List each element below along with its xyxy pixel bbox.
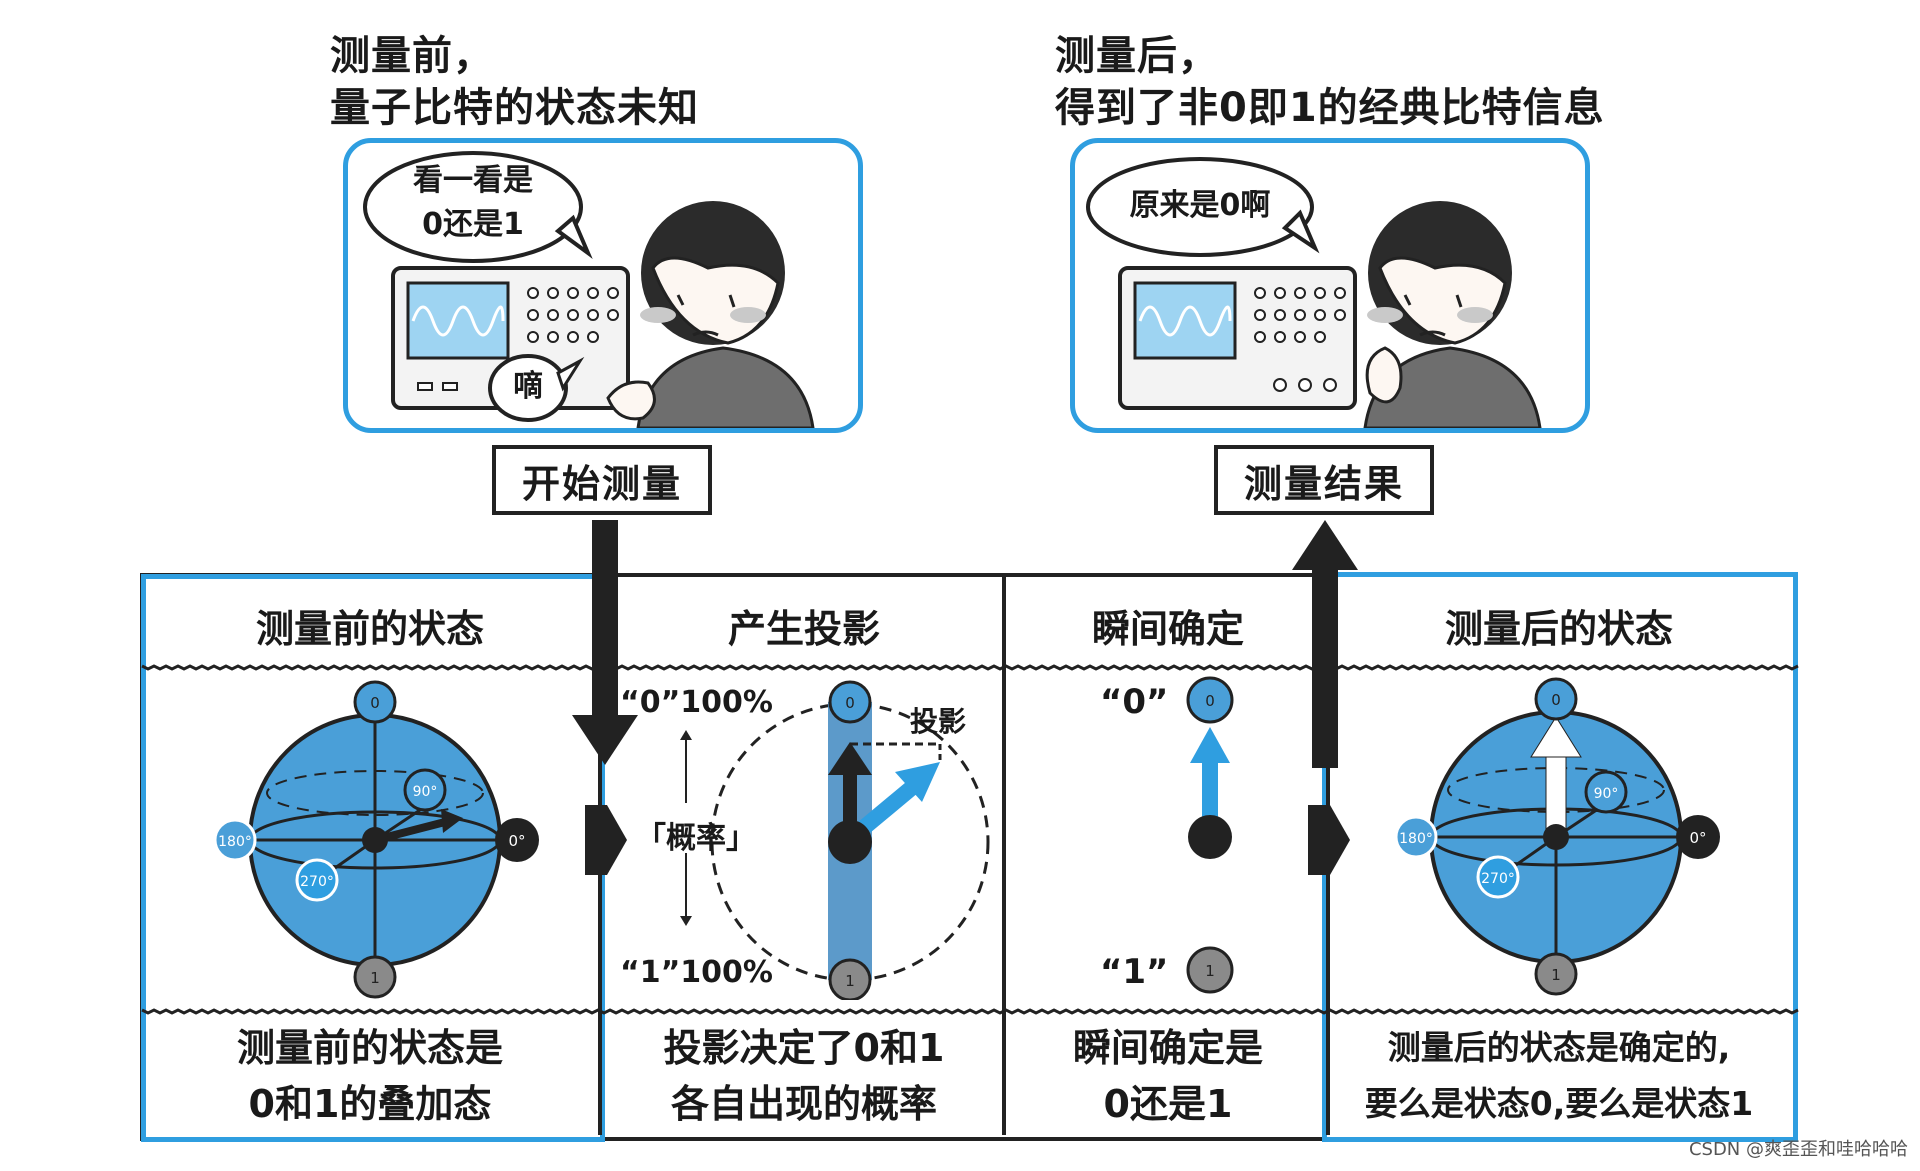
bloch-sphere-before: 0 1 0° 180° 90° 270°	[213, 680, 539, 999]
person-icon-right	[1363, 201, 1542, 428]
label-start-measurement: 开始测量	[492, 445, 712, 515]
caption-before-line2: 量子比特的状态未知	[330, 85, 699, 131]
after-label-270deg: 270°	[1481, 871, 1515, 887]
instant-label-0: 0	[1205, 692, 1215, 710]
after-label-180deg: 180°	[1399, 831, 1433, 847]
prob-label: 「概率」	[636, 821, 756, 856]
footer-after-state: 测量后的状态是确定的, 要么是状态0,要么是状态1	[1330, 1020, 1788, 1132]
after-label-90deg: 90°	[1594, 786, 1619, 802]
scene-measurement-result: 原来是0啊	[1070, 138, 1590, 433]
bubble-text-right: 原来是0啊	[1129, 188, 1271, 223]
footer-after-line1: 测量后的状态是确定的,	[1387, 1028, 1731, 1067]
after-label-0: 0	[1551, 691, 1561, 709]
prob-range-arrow	[680, 730, 692, 926]
proj-label-0: 0	[845, 694, 855, 712]
footer-before-line2: 0和1的叠加态	[248, 1082, 492, 1126]
caption-after-line2: 得到了非0即1的经典比特信息	[1055, 85, 1605, 131]
arrow-right-2	[1308, 805, 1350, 875]
sphere-label-0: 0	[370, 694, 380, 712]
projection-diagram: 0 1	[710, 680, 990, 1000]
footer-after-line2: 要么是状态0,要么是状态1	[1364, 1084, 1754, 1123]
bloch-sphere-after: 0 1 0° 180° 90° 270°	[1394, 677, 1720, 996]
caption-before-line1: 测量前，	[330, 33, 494, 79]
header-after-state: 测量后的状态	[1444, 607, 1673, 651]
bubble-text-left: 看一看是 0还是1	[378, 159, 568, 247]
bubble-left-line1: 看一看是	[413, 163, 533, 198]
small-speech-bubble	[488, 354, 568, 422]
footer-instant: 瞬间确定是 0还是1	[1008, 1020, 1328, 1132]
sphere-label-180deg: 180°	[218, 834, 252, 850]
header-before-state: 测量前的状态	[255, 607, 484, 651]
footer-instant-line2: 0还是1	[1103, 1082, 1233, 1126]
bubble-left-line2: 0还是1	[422, 207, 524, 242]
instant-zero-label: “0”	[1100, 682, 1169, 722]
header-projection: 产生投影	[727, 607, 880, 651]
instant-label-1: 1	[1205, 962, 1215, 980]
caption-after-line1: 测量后，	[1055, 33, 1219, 79]
label-measurement-result: 测量结果	[1214, 445, 1434, 515]
caption-before: 测量前， 量子比特的状态未知	[330, 30, 699, 134]
footer-projection-line1: 投影决定了0和1	[663, 1026, 945, 1070]
footer-before-line1: 测量前的状态是	[236, 1026, 503, 1070]
instant-diagram: 0 1	[1186, 676, 1234, 994]
arrow-right-1	[585, 805, 627, 875]
after-label-1: 1	[1551, 966, 1561, 984]
projection-label: 投影	[910, 705, 967, 738]
caption-after: 测量后， 得到了非0即1的经典比特信息	[1055, 30, 1605, 134]
speech-bubble-right	[1086, 157, 1314, 257]
sphere-label-1: 1	[370, 969, 380, 987]
arrow-down-to-projection	[572, 520, 638, 765]
person-icon	[606, 201, 815, 428]
sphere-label-90deg: 90°	[413, 784, 438, 800]
sphere-label-0deg: 0°	[508, 832, 525, 850]
scene-start-measurement: 看一看是 0还是1 嘀	[343, 138, 863, 433]
header-instant: 瞬间确定	[1091, 607, 1244, 651]
instant-one-label: “1”	[1100, 952, 1169, 992]
speech-bubble	[363, 151, 583, 263]
beep-text: 嘀	[513, 369, 543, 404]
header-divider	[141, 664, 1799, 671]
footer-divider	[141, 1008, 1799, 1015]
scene-result-illustration	[1086, 157, 1542, 428]
sphere-label-270deg: 270°	[300, 874, 334, 890]
footer-before-state: 测量前的状态是 0和1的叠加态	[145, 1020, 595, 1132]
prob-one-100: “1”100%	[620, 955, 773, 990]
proj-label-1: 1	[845, 972, 855, 990]
watermark: CSDN @爽歪歪和哇哈哈哈	[1688, 1139, 1908, 1160]
scene-start-illustration	[363, 151, 815, 428]
footer-instant-line1: 瞬间确定是	[1072, 1026, 1263, 1070]
prob-zero-100: “0”100%	[620, 685, 773, 720]
footer-projection: 投影决定了0和1 各自出现的概率	[604, 1020, 1004, 1132]
arrow-up-to-result	[1292, 520, 1358, 768]
footer-projection-line2: 各自出现的概率	[670, 1082, 937, 1126]
oscilloscope-icon-right	[1118, 266, 1357, 410]
after-label-0deg: 0°	[1689, 829, 1706, 847]
